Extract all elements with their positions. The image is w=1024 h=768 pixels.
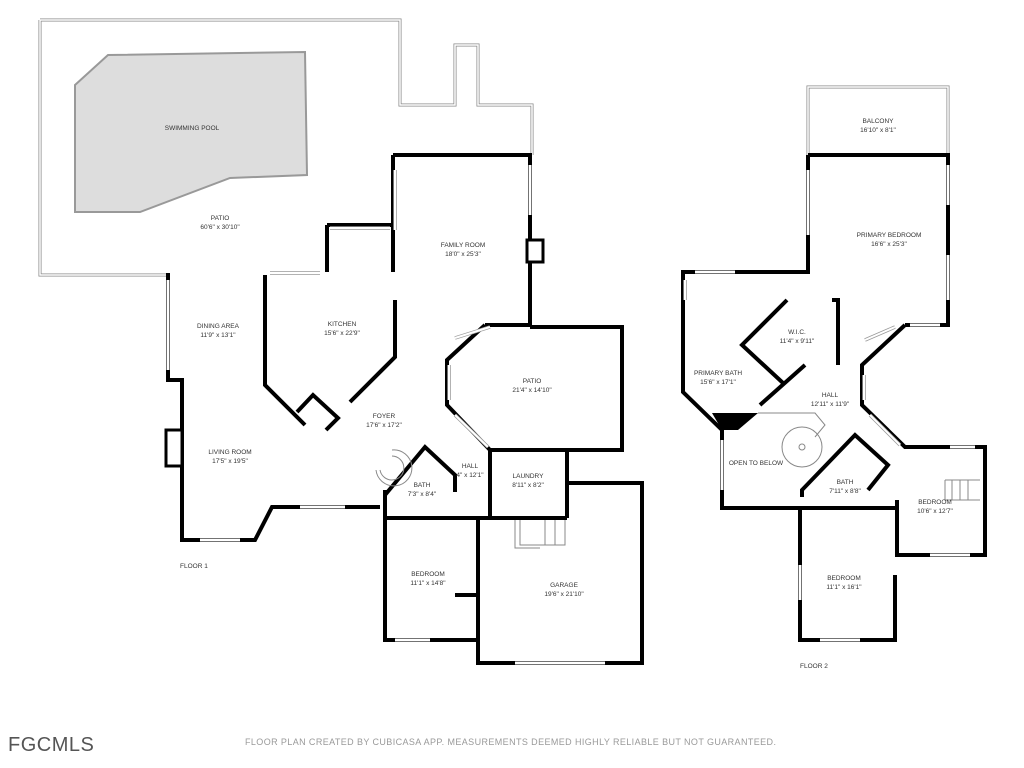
mls-logo: FGCMLS xyxy=(8,734,95,756)
room-label-wic: W.I.C.11'4" x 9'11" xyxy=(779,329,815,345)
swimming-pool xyxy=(74,50,309,213)
floor1-windows xyxy=(166,165,605,665)
floor-2-label: FLOOR 2 xyxy=(800,663,828,670)
balcony-outline xyxy=(806,85,950,155)
bedroom-steps xyxy=(944,479,980,501)
spiral-staircase-floor2 xyxy=(758,412,826,468)
spiral-staircase-floor1 xyxy=(375,449,413,487)
floor2-windows xyxy=(683,165,975,642)
room-label-swimming-pool: SWIMMING POOL xyxy=(164,125,220,132)
floor-1-label: FLOOR 1 xyxy=(180,563,208,570)
garage-steps xyxy=(514,520,566,549)
floor1-walls xyxy=(164,153,644,665)
room-label-open-to-below: OPEN TO BELOW xyxy=(728,460,784,467)
disclaimer-footer: FLOOR PLAN CREATED BY CUBICASA APP. MEAS… xyxy=(245,737,777,747)
outdoor-patio-outline xyxy=(38,18,534,277)
